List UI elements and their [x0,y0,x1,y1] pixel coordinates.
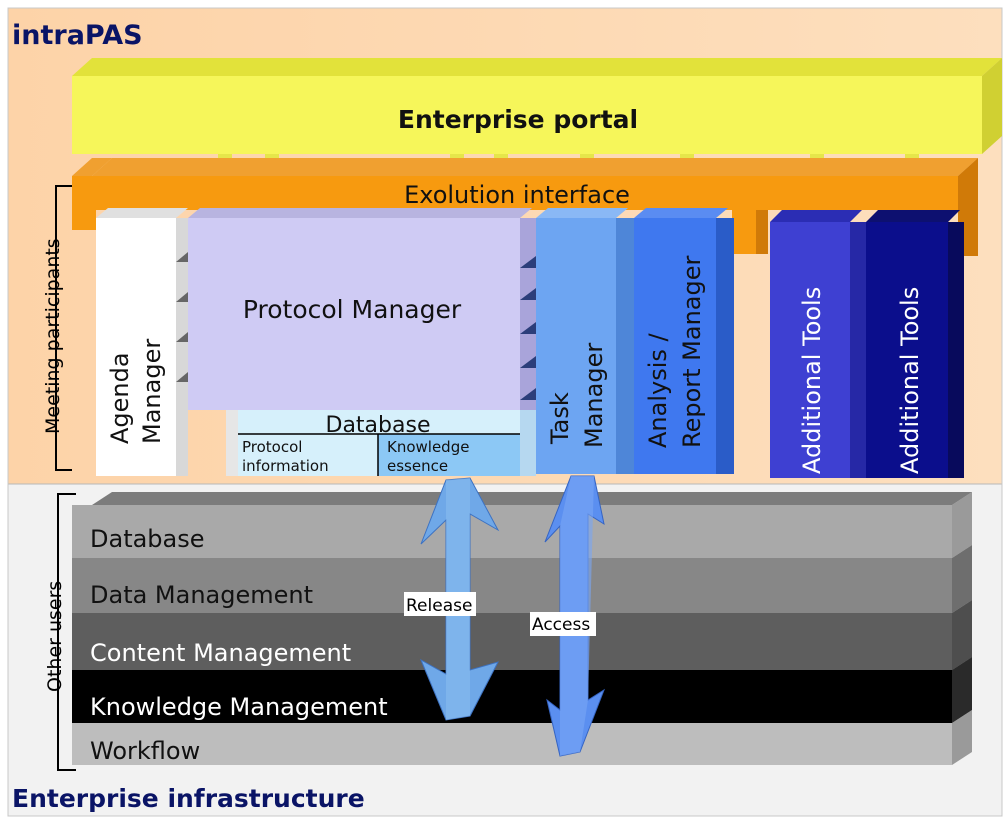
outer-frame [7,7,1003,817]
infrastructure-title: Enterprise infrastructure [12,784,365,813]
release-label: Release [406,596,472,616]
other-users-label: Other users [44,581,66,692]
access-label-box [530,612,596,636]
meeting-participants-bracket [55,185,72,471]
analysis-report-label-line2: Report Manager [678,255,706,448]
protocol-manager-label: Protocol Manager [243,295,462,324]
layer-label-content-management: Content Management [90,639,351,667]
database-block [226,410,536,476]
additional-tools-block-2 [866,210,964,478]
meeting-participants-label: Meeting participants [42,238,64,434]
knowledge-essence-line2: essence [387,457,448,475]
access-label: Access [532,615,590,635]
agenda-manager-label-line1: Agenda [106,352,134,444]
knowledge-essence-line1: Knowledge [387,438,469,456]
layer-label-knowledge-management: Knowledge Management [90,693,388,721]
agenda-manager-label-line2: Manager [138,339,166,444]
layer-label-database: Database [90,525,205,553]
task-manager-block [536,208,634,474]
layer-label-data-management: Data Management [90,581,313,609]
other-users-bracket [57,493,76,771]
enterprise-portal-label: Enterprise portal [398,105,638,134]
layer-database [72,492,972,558]
database-label: Database [326,413,431,438]
analysis-report-label-line1: Analysis / [644,332,672,448]
agenda-manager-block [96,208,188,476]
analysis-report-manager-block [634,208,734,474]
task-manager-label-line2: Manager [580,343,608,448]
exolution-interface-block [72,158,978,256]
task-manager-label-line1: Task [546,392,574,445]
protocol-manager-block [188,208,536,410]
release-label-box [404,592,476,616]
knowledge-essence-cell [378,434,520,476]
protocol-information-line2: information [242,457,329,475]
additional-tools-block-1 [770,210,866,478]
additional-tools-label-2: Additional Tools [896,287,924,474]
exolution-interface-label: Exolution interface [404,181,630,209]
layer-label-workflow: Workflow [90,737,200,765]
additional-tools-label-1: Additional Tools [798,287,826,474]
protocol-information-line1: Protocol [242,438,302,456]
intrapas-title: intraPAS [12,20,143,51]
enterprise-portal-block [72,58,1002,174]
